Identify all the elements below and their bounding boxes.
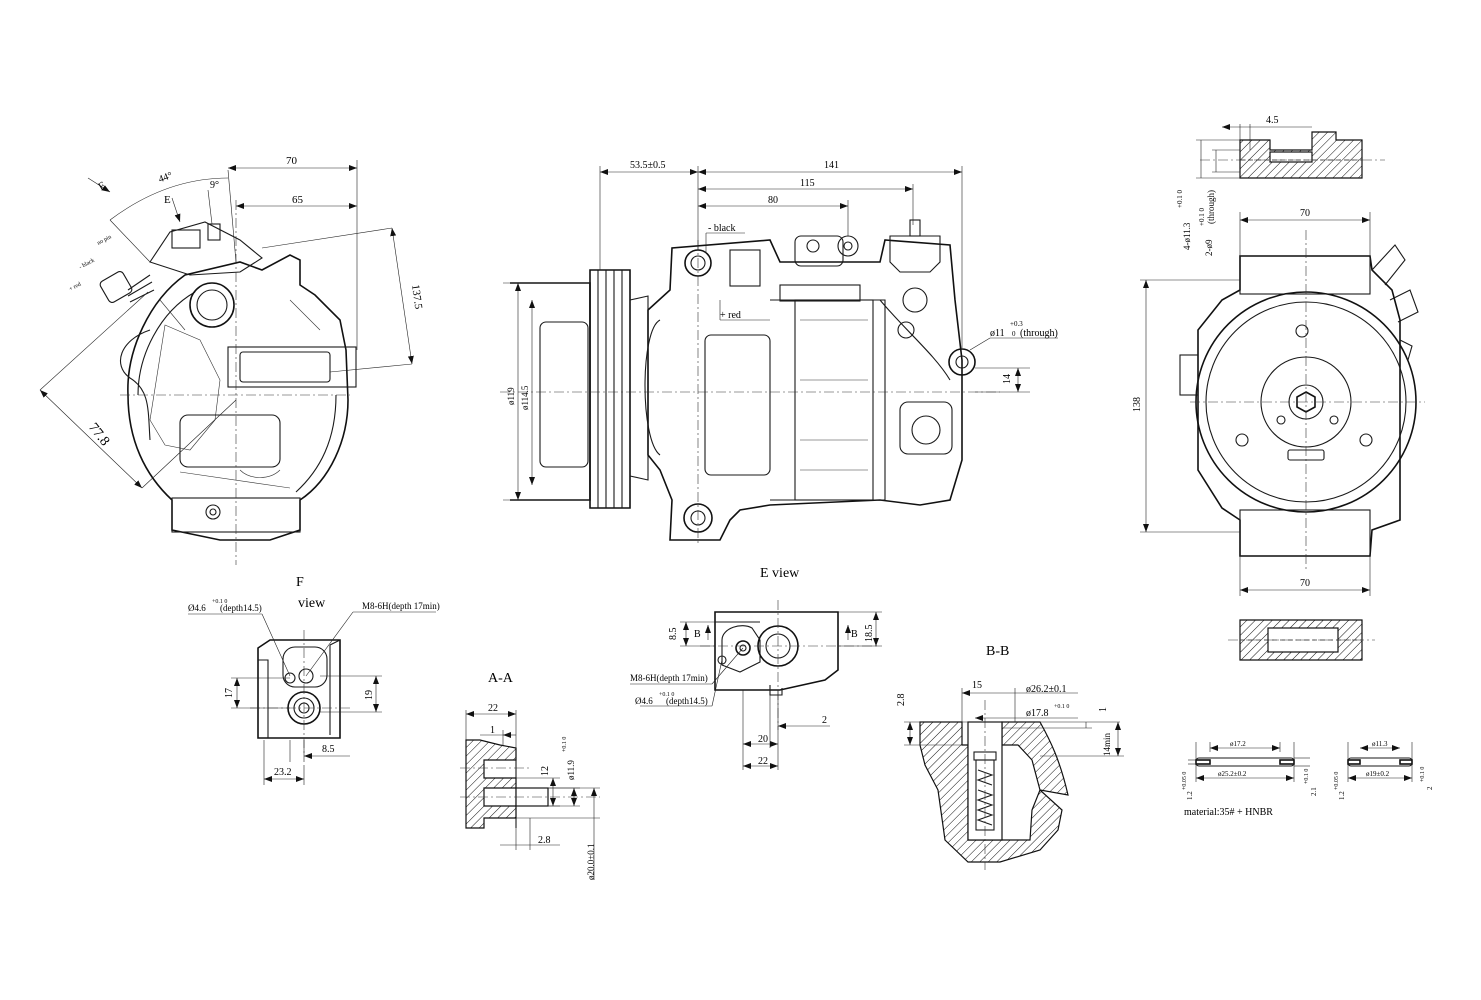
seal1-outer-label: ø25.2±0.2: [1218, 770, 1247, 778]
e-view-detail: E view 8.5 18.5 B B M8-6H(depth 17min): [630, 566, 882, 770]
dim-14-label: 14: [1002, 374, 1013, 384]
arrow-e-label: E: [164, 194, 171, 206]
f-hole-label: Ø4.6: [188, 603, 206, 613]
e-dim-22-label: 22: [758, 756, 768, 767]
left-side-view: F E 44° 9° 70 65 137.5 77.8 no pin - bla…: [39, 155, 424, 565]
front-wire-black-label: - black: [708, 223, 736, 234]
front-view: 53.5±0.5 141 115 80 - black + red ø11 +0…: [500, 160, 1058, 545]
dim-hole-note: (through): [1020, 328, 1058, 339]
bb-dim-28-label: 2.8: [896, 694, 907, 707]
dim-141-label: 141: [824, 160, 839, 171]
wire-no-pin-label: no pin: [96, 234, 112, 246]
section-aa-title: A-A: [488, 671, 514, 686]
e-b-left-label: B: [694, 629, 701, 640]
bb-dim-15-label: 15: [972, 680, 982, 691]
seal1-h-tol: +0.1 0: [1304, 769, 1310, 784]
dim-1145-label: ø114.5: [520, 385, 530, 410]
f-dim-19-label: 19: [364, 690, 375, 700]
holes-b-label: 2-ø9: [1204, 239, 1214, 256]
seal2-outer-label: ø19±0.2: [1366, 770, 1390, 778]
e-hole-label: Ø4.6: [635, 696, 653, 706]
dim-70-label: 70: [286, 155, 298, 167]
dim-138-label: 138: [1132, 397, 1143, 412]
seal1-inner-label: ø17.2: [1230, 740, 1246, 748]
dim-80-label: 80: [768, 195, 778, 206]
e-dim-85-label: 8.5: [668, 628, 679, 641]
dim-hole-label: ø11: [990, 328, 1005, 339]
angle-9-label: 9°: [210, 180, 219, 191]
dim-77-label: 77.8: [85, 420, 112, 449]
dim-hole-tol2: 0: [1012, 330, 1016, 338]
arrow-f-label: F: [96, 180, 108, 193]
seal1-thick-label: 1.2: [1186, 791, 1194, 800]
section-b-b: B-B 2.8 15 ø26.2±0.1 ø17.8 +0.1 0 1 14mi…: [896, 644, 1124, 870]
f-dim-85-label: 8.5: [322, 744, 335, 755]
holes-a-tol: +0.1 0: [1176, 190, 1184, 208]
section-bb-title: B-B: [986, 644, 1009, 659]
e-dim-20-label: 20: [758, 734, 768, 745]
seal-drawings: ø17.2 ø25.2±0.2 1.2 +0.05 0 2.1 +0.1 0 ø…: [1182, 740, 1434, 818]
dim-70-top-label: 70: [1300, 208, 1310, 219]
front-wire-red-label: + red: [720, 310, 741, 321]
dim-45-label: 4.5: [1266, 115, 1279, 126]
seal2-thick-label: 1.2: [1338, 791, 1346, 800]
bb-dim-178-tol: +0.1 0: [1054, 704, 1069, 710]
f-dim-17-label: 17: [224, 688, 235, 698]
material-note: material:35# + HNBR: [1184, 807, 1273, 818]
dim-115-label: 115: [800, 178, 815, 189]
dim-hole-tol: +0.3: [1010, 320, 1023, 328]
f-dim-232-label: 23.2: [274, 767, 292, 778]
holes-b-tol: +0.1 0: [1198, 208, 1206, 226]
wire-red-label: + red: [68, 282, 82, 293]
seal1-h-label: 2.1: [1310, 787, 1318, 796]
dim-53-label: 53.5±0.5: [630, 160, 666, 171]
f-view-detail: F view Ø4.6 +0.1 0 (depth14.5) M8-6H(dep…: [188, 575, 440, 785]
e-dim-2-label: 2: [822, 715, 827, 726]
aa-dim-28-label: 2.8: [538, 835, 551, 846]
e-b-right-label: B: [851, 629, 858, 640]
e-view-title: E view: [760, 566, 800, 581]
aa-dim-1-label: 1: [490, 725, 495, 736]
angle-44-label: 44°: [157, 170, 174, 185]
e-hole-depth: (depth14.5): [666, 696, 708, 706]
seal2-inner-label: ø11.3: [1372, 740, 1388, 748]
aa-dim-12-label: 12: [540, 766, 551, 776]
holes-b-note: (through): [1206, 190, 1216, 224]
dim-137-label: 137.5: [409, 284, 424, 311]
seal2-h-tol: +0.1 0: [1420, 767, 1426, 782]
section-a-a: A-A 22 1 12 ø11.9 +0.1 0 2.8 ø20.0±0.1: [460, 671, 600, 880]
seal2-h-label: 2: [1426, 786, 1434, 790]
f-hole-depth: (depth14.5): [220, 603, 262, 613]
seal1-thick-tol: +0.05 0: [1182, 772, 1188, 790]
aa-dim-200-label: ø20.0±0.1: [586, 844, 596, 880]
right-end-view: 4.5 4-ø11.3 +0.1 0 2-ø9 +0.1 0 (through)…: [1132, 115, 1425, 661]
seal2-thick-tol: +0.05 0: [1334, 772, 1340, 790]
f-view-title-view: view: [298, 596, 326, 611]
bb-dim-262-label: ø26.2±0.1: [1026, 684, 1067, 695]
aa-dim-119-label: ø11.9: [566, 760, 576, 780]
bb-dim-14min-label: 14min: [1102, 732, 1112, 756]
f-hole-tol: +0.1 0: [212, 599, 227, 605]
holes-a-label: 4-ø11.3: [1182, 222, 1192, 250]
dim-65-label: 65: [292, 194, 304, 206]
dim-119-label: ø119: [506, 387, 516, 405]
wire-black-label: - black: [78, 258, 95, 271]
dim-70-bottom-label: 70: [1300, 578, 1310, 589]
e-dim-185-label: 18.5: [864, 625, 875, 643]
aa-dim-119-tol: +0.1 0: [562, 737, 568, 752]
bb-dim-1-label: 1: [1098, 707, 1109, 712]
e-thread-label: M8-6H(depth 17min): [630, 673, 708, 683]
e-hole-tol: +0.1 0: [659, 692, 674, 698]
bb-dim-178-label: ø17.8: [1026, 708, 1049, 719]
f-thread-label: M8-6H(depth 17min): [362, 601, 440, 611]
f-view-title-f: F: [296, 575, 304, 590]
aa-dim-22-label: 22: [488, 703, 498, 714]
